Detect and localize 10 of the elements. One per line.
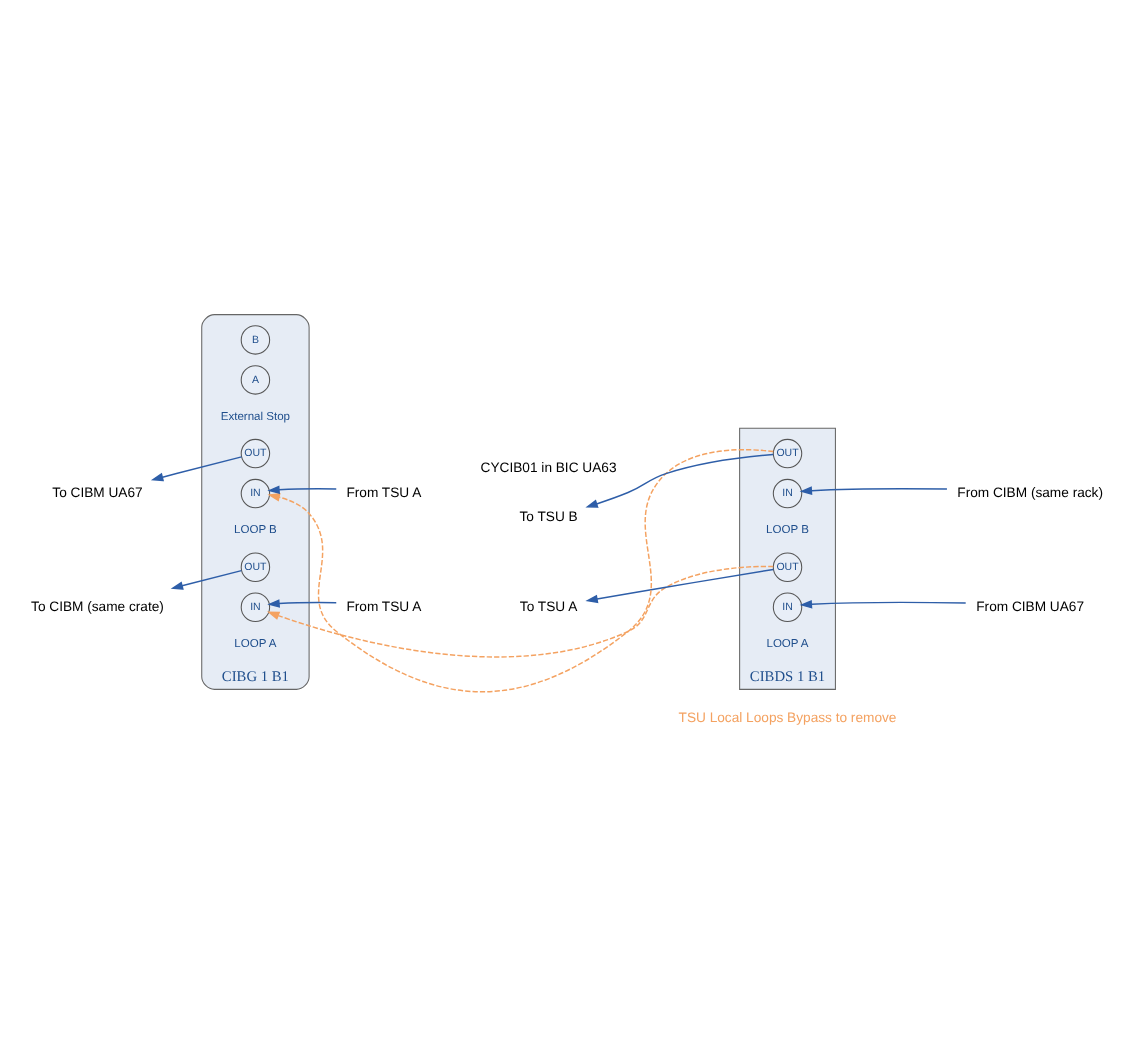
arrow [150, 456, 243, 482]
arrow [170, 569, 243, 590]
arrow [799, 599, 967, 609]
arrow [267, 599, 337, 608]
arrow [267, 448, 774, 693]
arrow [585, 453, 774, 508]
arrow [585, 568, 775, 604]
arrow [267, 565, 774, 658]
arrow [799, 486, 948, 495]
arrow [267, 485, 337, 495]
